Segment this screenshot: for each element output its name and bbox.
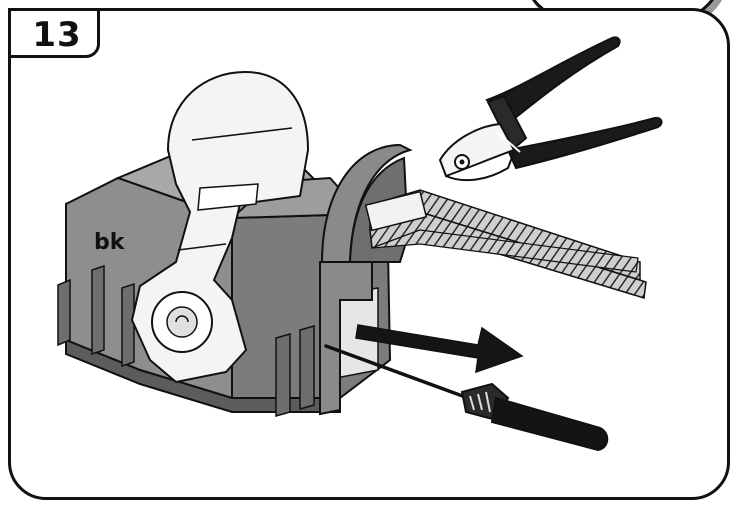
step-number-badge: 13 bbox=[8, 8, 100, 58]
pull-arrow-icon bbox=[355, 324, 524, 374]
ribbon-strips bbox=[364, 189, 647, 299]
white-clip bbox=[130, 70, 310, 384]
step-number: 13 bbox=[32, 15, 82, 55]
screwdriver-icon bbox=[324, 344, 609, 452]
cartridge-color-label: bk bbox=[94, 230, 125, 255]
cutter-pliers-icon bbox=[438, 36, 663, 182]
